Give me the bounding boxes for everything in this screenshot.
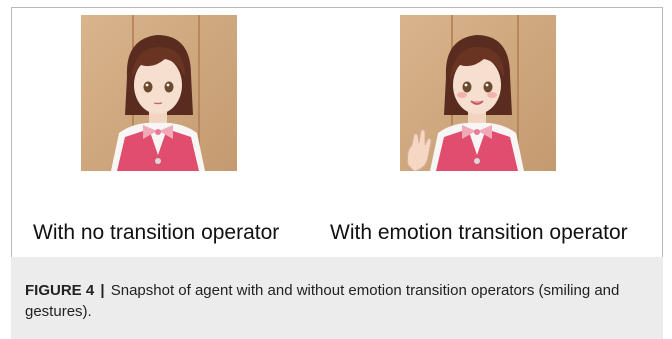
caption-separator: | bbox=[100, 282, 105, 299]
panel-label-neutral: With no transition operator bbox=[33, 221, 280, 244]
caption-text: Snapshot of agent with and without emoti… bbox=[25, 282, 620, 320]
figure-caption: FIGURE 4 | Snapshot of agent with and wi… bbox=[11, 257, 663, 339]
agent-image-emotion bbox=[400, 15, 556, 171]
figure-number: FIGURE 4 bbox=[25, 282, 95, 299]
agent-image-neutral bbox=[81, 15, 237, 171]
panel-label-emotion: With emotion transition operator bbox=[330, 221, 628, 244]
